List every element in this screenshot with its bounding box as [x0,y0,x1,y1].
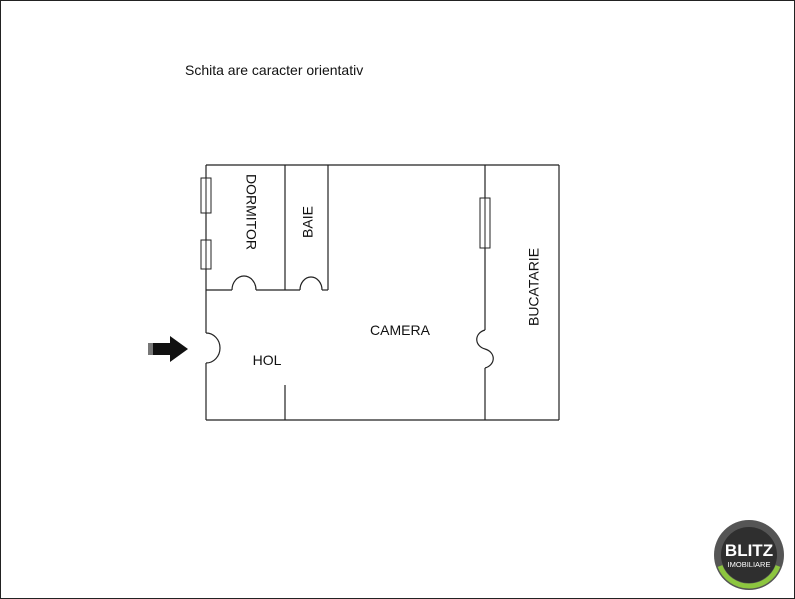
room-label-bucatarie: BUCATARIE [526,248,542,326]
door-baie [299,276,323,291]
room-label-baie: BAIE [300,206,316,238]
disclaimer-note: Schita are caracter orientativ [185,62,364,78]
door-dormitor [231,275,257,291]
door-bucatarie-b [484,348,494,369]
door-bucatarie-a [476,329,486,350]
door-entrance [205,332,221,364]
room-label-hol: HOL [253,352,282,368]
room-label-camera: CAMERA [370,322,431,338]
svg-text:IMOBILIARE: IMOBILIARE [728,560,771,569]
svg-text:BLITZ: BLITZ [725,541,773,560]
entrance-arrow-icon [148,336,188,362]
room-label-dormitor: DORMITOR [243,174,259,250]
company-logo: BLITZ IMOBILIARE [714,520,784,590]
